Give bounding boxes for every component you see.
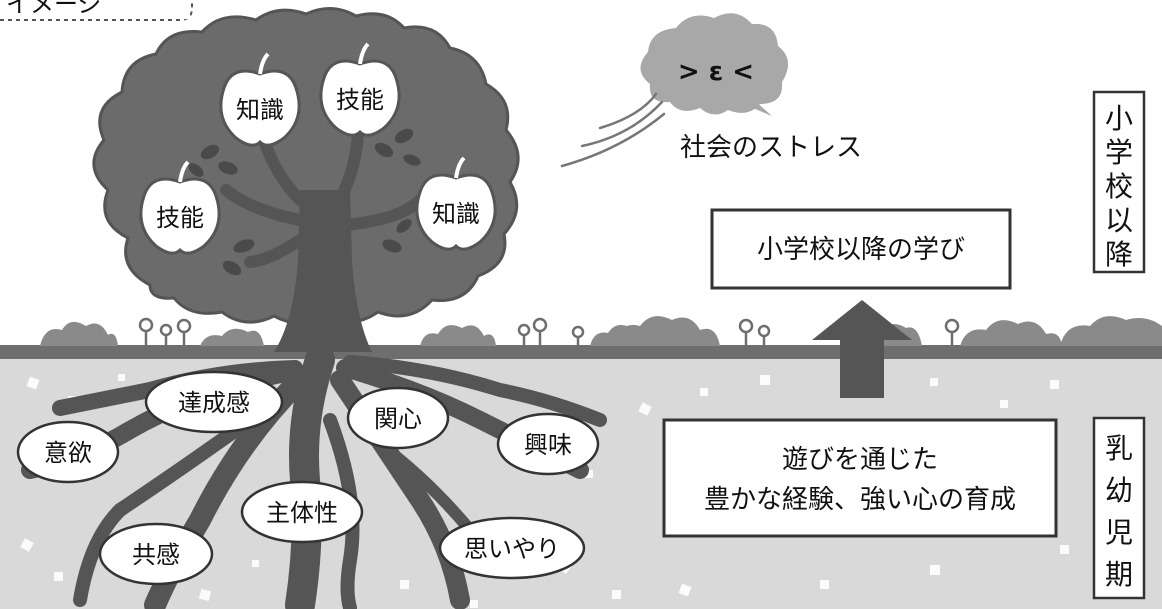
root-label: 共感 bbox=[132, 541, 180, 569]
side-char: 以 bbox=[1105, 204, 1133, 237]
side-char: 校 bbox=[1105, 170, 1133, 203]
root-label-oval: 意欲 bbox=[16, 420, 120, 484]
lower-box-line1: 遊びを通じた bbox=[782, 445, 938, 475]
root-label-oval: 関心 bbox=[346, 386, 450, 450]
side-char: 期 bbox=[1105, 558, 1133, 591]
fruit-label: 技能 bbox=[156, 204, 204, 232]
wind-lines bbox=[560, 92, 666, 168]
upper-box-label: 小学校以降の学び bbox=[757, 235, 965, 265]
root-label-oval: 達成感 bbox=[144, 370, 284, 434]
root-label-oval: 共感 bbox=[98, 522, 214, 586]
side-label-upper-frame bbox=[1092, 90, 1146, 274]
side-char: 児 bbox=[1105, 516, 1133, 549]
flowers bbox=[138, 317, 960, 346]
root-label-oval: 主体性 bbox=[240, 480, 364, 544]
fruit-label: 知識 bbox=[432, 200, 480, 228]
ground-line bbox=[0, 345, 1162, 359]
stress-cloud: > ε < bbox=[640, 13, 789, 116]
fruit-apple: 技能 bbox=[139, 160, 221, 255]
root-label: 興味 bbox=[524, 431, 572, 459]
fruit-apple: 技能 bbox=[319, 42, 401, 137]
root-label-oval: 興味 bbox=[496, 412, 600, 476]
side-label-lower: 乳 幼 児 期 bbox=[1105, 432, 1133, 591]
root-label: 関心 bbox=[374, 405, 422, 433]
corner-tab-label: イメージ bbox=[6, 0, 102, 18]
tree-trunk bbox=[274, 190, 372, 352]
root-label: 思いやり bbox=[464, 535, 560, 563]
fruit-apple: 知識 bbox=[415, 156, 497, 251]
lower-box-line2: 豊かな経験、強い心の育成 bbox=[704, 485, 1016, 515]
growth-arrow bbox=[812, 300, 912, 398]
fruit-apple: 知識 bbox=[219, 52, 301, 147]
root-label: 意欲 bbox=[44, 439, 92, 467]
corner-tab-bg bbox=[0, 0, 190, 19]
side-char: 学 bbox=[1105, 136, 1133, 169]
root-label-oval: 思いやり bbox=[438, 516, 586, 580]
side-char: 幼 bbox=[1105, 474, 1133, 507]
fruit-label: 技能 bbox=[336, 86, 384, 114]
upper-box bbox=[710, 208, 1012, 290]
root-label: 主体性 bbox=[266, 499, 338, 527]
root-label: 達成感 bbox=[178, 389, 250, 417]
lower-box bbox=[662, 418, 1058, 538]
fruit-label: 知識 bbox=[236, 96, 284, 124]
stress-label: 社会のストレス bbox=[680, 133, 862, 163]
side-char: 乳 bbox=[1105, 432, 1133, 465]
side-char: 降 bbox=[1105, 238, 1133, 271]
cloud-face: > ε < bbox=[678, 57, 754, 87]
side-label-lower-frame bbox=[1092, 416, 1146, 600]
bushes bbox=[40, 316, 1162, 346]
side-label-upper: 小 学 校 以 降 bbox=[1105, 102, 1133, 271]
side-char: 小 bbox=[1105, 102, 1133, 135]
